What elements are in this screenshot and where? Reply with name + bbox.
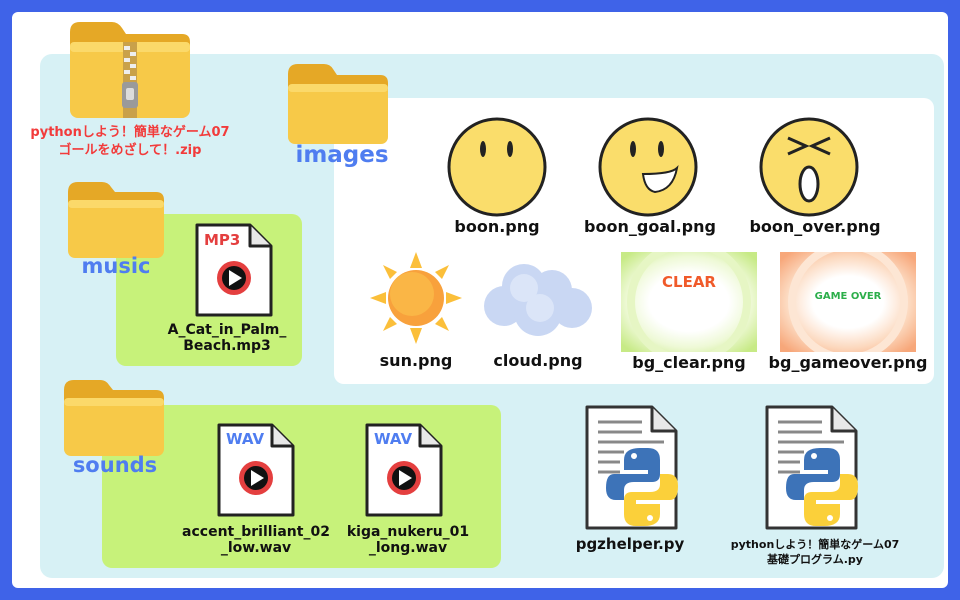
pgzhelper-python-file-icon[interactable] — [584, 404, 696, 532]
mp3-file-icon[interactable]: MP3 — [194, 222, 274, 318]
bg-gameover-image-icon[interactable]: GAME OVER — [780, 252, 916, 352]
wav-file-icon-1[interactable]: WAV — [216, 422, 296, 518]
mp3-tag: MP3 — [204, 231, 240, 249]
mp3-file-label[interactable]: A_Cat_in_Palm_ Beach.mp3 — [152, 322, 302, 354]
wav2-label-line2: _long.wav — [368, 540, 448, 557]
wav1-label-line1: accent_brilliant_02 — [182, 524, 330, 540]
zip-folder-icon[interactable] — [66, 18, 194, 120]
boon-goal-file-label[interactable]: boon_goal.png — [584, 217, 716, 236]
sun-image-icon[interactable] — [368, 250, 464, 346]
bg-gameover-file-label[interactable]: bg_gameover.png — [768, 353, 928, 372]
pgzhelper-file-label[interactable]: pgzhelper.py — [575, 535, 685, 553]
zip-label-line1: pythonしよう！簡単なゲーム07 — [30, 125, 230, 140]
clear-text: CLEAR — [662, 273, 716, 291]
mp3-label-line1: A_Cat_in_Palm_ — [167, 322, 287, 338]
sounds-folder-label[interactable]: sounds — [72, 453, 158, 477]
mp3-label-line2: Beach.mp3 — [183, 338, 271, 355]
main-program-python-file-icon[interactable] — [764, 404, 876, 532]
wav-tag-1: WAV — [226, 430, 264, 448]
images-folder-label[interactable]: images — [295, 142, 389, 168]
main-program-file-label[interactable]: pythonしよう！簡単なゲーム07 基礎プログラム.py — [718, 538, 912, 568]
cloud-file-label[interactable]: cloud.png — [493, 351, 583, 370]
wav1-label-line2: _low.wav — [220, 540, 292, 557]
boon-goal-image-icon[interactable] — [597, 116, 699, 218]
music-folder-icon[interactable] — [66, 180, 166, 260]
boon-over-image-icon[interactable] — [758, 116, 860, 218]
gameover-text: GAME OVER — [815, 291, 882, 302]
wav-tag-2: WAV — [374, 430, 412, 448]
zip-label-line2: ゴールをめざして！.zip — [58, 142, 202, 158]
main-program-label-line2: 基礎プログラム.py — [767, 552, 863, 566]
boon-file-label[interactable]: boon.png — [454, 217, 540, 236]
images-folder-icon[interactable] — [286, 62, 390, 146]
wav-file-icon-2[interactable]: WAV — [364, 422, 444, 518]
zip-file-label[interactable]: pythonしよう！簡単なゲーム07 ゴールをめざして！.zip — [10, 124, 250, 159]
wav2-label-line1: kiga_nukeru_01 — [346, 524, 470, 540]
sun-file-label[interactable]: sun.png — [379, 351, 453, 370]
boon-over-file-label[interactable]: boon_over.png — [749, 217, 881, 236]
cloud-image-icon[interactable] — [480, 256, 596, 338]
bg-clear-file-label[interactable]: bg_clear.png — [632, 353, 746, 372]
music-folder-label[interactable]: music — [81, 254, 151, 278]
wav-file-label-2[interactable]: kiga_nukeru_01 _long.wav — [340, 524, 476, 556]
wav-file-label-1[interactable]: accent_brilliant_02 _low.wav — [176, 524, 336, 556]
bg-clear-image-icon[interactable]: CLEAR — [621, 252, 757, 352]
sounds-folder-icon[interactable] — [62, 378, 166, 458]
main-program-label-line1: pythonしよう！簡単なゲーム07 — [730, 538, 900, 551]
boon-image-icon[interactable] — [446, 116, 548, 218]
